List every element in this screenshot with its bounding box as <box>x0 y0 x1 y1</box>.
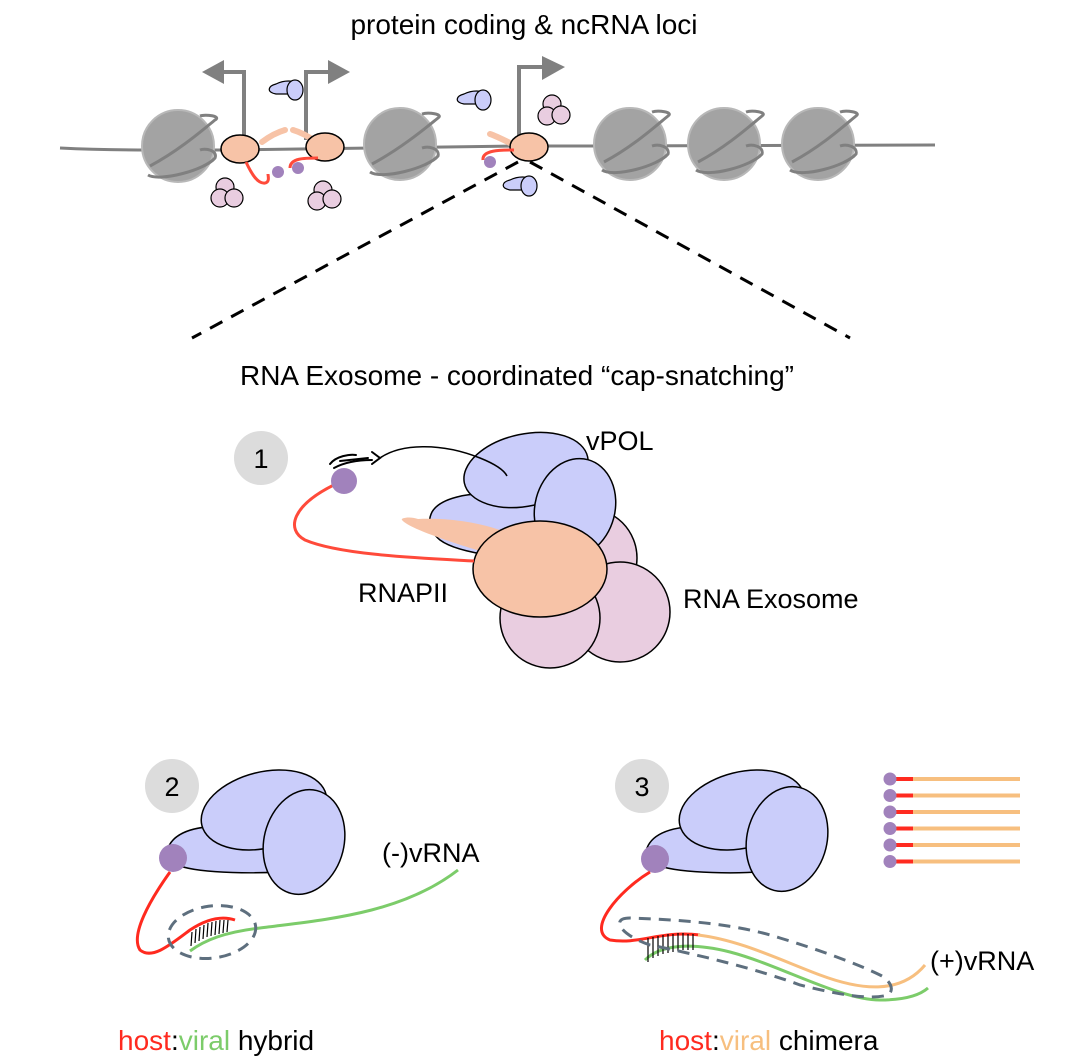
cap-icon <box>883 855 897 868</box>
cap-icon <box>883 805 897 819</box>
caption-chimera: host:viral chimera <box>659 1025 879 1056</box>
top-title: protein coding & ncRNA loci <box>350 9 697 40</box>
caption-hybrid: host:viral hybrid <box>118 1025 314 1056</box>
endonuclease-tether <box>379 446 508 477</box>
cap-icon <box>292 162 304 174</box>
nucleosome <box>141 109 219 183</box>
capped-transcript-list <box>883 772 1020 868</box>
plus-vrna-label: (+)vRNA <box>930 946 1034 976</box>
viral-plus-rna-strand <box>697 933 927 989</box>
rnapii <box>401 517 608 618</box>
vpol-small <box>502 175 538 197</box>
vpol-small <box>456 89 492 111</box>
middle-title: RNA Exosome - coordinated “cap-snatching… <box>240 360 794 391</box>
vpol <box>645 769 829 893</box>
cap-icon <box>883 838 897 852</box>
hybrid-dashed-outline <box>166 904 258 960</box>
capped-transcript <box>883 772 1020 786</box>
caption-sep: : <box>171 1025 179 1056</box>
rnapii-small <box>487 131 549 162</box>
host-rna-strand <box>244 161 270 185</box>
cap-icon <box>883 772 897 786</box>
nucleosome <box>593 107 671 181</box>
capped-transcript <box>883 789 1020 802</box>
step-badge: 2 <box>145 759 199 813</box>
caption-viral: viral <box>179 1025 230 1056</box>
viral-minus-rna-strand <box>189 868 459 953</box>
minus-vrna-label: (-)vRNA <box>382 838 479 868</box>
exosome-small <box>307 180 342 211</box>
zoom-guide-line <box>191 160 519 340</box>
step-badge: 3 <box>615 759 669 813</box>
tss-arrow-right <box>304 60 350 140</box>
cap-icon <box>159 844 187 872</box>
caption-sep: : <box>712 1025 720 1056</box>
exosome-small <box>537 94 571 126</box>
nucleosome <box>687 107 765 181</box>
host-rna-strand <box>600 870 701 943</box>
caption-rest: hybrid <box>230 1025 314 1056</box>
svg-text:2: 2 <box>164 772 179 802</box>
capped-transcript <box>883 805 1020 819</box>
caption-rest: chimera <box>771 1025 879 1056</box>
capped-transcript <box>883 855 1020 868</box>
cap-icon <box>641 845 669 873</box>
chimera-dashed-outline <box>618 916 893 999</box>
exosome-small <box>210 177 244 208</box>
capped-transcript <box>883 838 1020 852</box>
nucleosome <box>363 107 441 181</box>
nucleosome <box>781 107 859 181</box>
vpol-label: vPOL <box>586 426 654 456</box>
rnapii-small <box>290 127 345 162</box>
cap-icon <box>883 789 897 802</box>
svg-text:1: 1 <box>253 444 268 474</box>
caption-host: host <box>659 1025 712 1056</box>
host-rna-strand <box>293 480 475 563</box>
base-pairing-icon <box>190 919 229 947</box>
cap-icon <box>484 156 496 168</box>
cap-icon <box>883 822 897 835</box>
zoom-guide-line <box>529 160 851 340</box>
caption-viral: viral <box>720 1025 771 1056</box>
svg-text:3: 3 <box>634 772 649 802</box>
viral-minus-rna-strand <box>643 944 929 1002</box>
step-badge: 1 <box>234 431 288 485</box>
snatching-hand-icon <box>329 451 382 469</box>
cap-icon <box>272 166 284 178</box>
base-pairing-icon <box>647 933 694 962</box>
capped-transcript <box>883 822 1020 835</box>
cap-icon <box>331 468 357 494</box>
tss-arrow-left <box>202 60 246 140</box>
vpol-small <box>268 79 304 101</box>
host-rna-strand <box>288 156 319 169</box>
rnapii-label: RNAPII <box>358 578 448 608</box>
rnapii-small <box>220 127 288 164</box>
caption-host: host <box>118 1025 171 1056</box>
vpol <box>166 769 346 896</box>
tss-arrow-right <box>517 56 565 142</box>
rna-exosome-label: RNA Exosome <box>683 584 859 614</box>
host-rna-strand <box>481 148 515 161</box>
host-rna-strand <box>135 871 236 955</box>
